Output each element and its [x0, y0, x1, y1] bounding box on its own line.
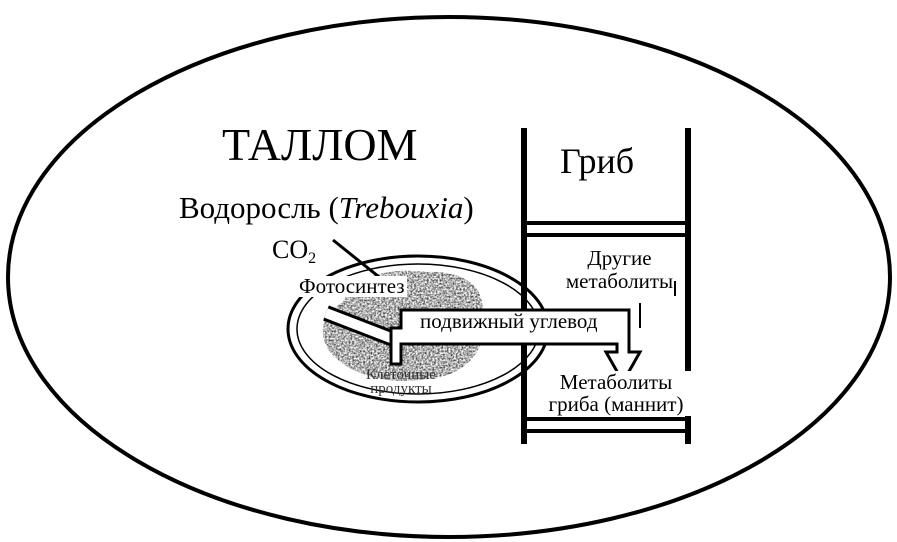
photosynthesis-channel — [323, 305, 399, 348]
other-metabolites-line1: Другие — [587, 246, 652, 270]
hypha-wall-right — [685, 128, 691, 444]
thallus-outline — [6, 15, 892, 539]
co2-label: CO2 — [272, 237, 316, 267]
fungal-hypha — [521, 128, 691, 444]
alga-genus: Trebouxia — [338, 190, 464, 225]
photosynthesis-label: Фотосинтез — [297, 274, 407, 298]
co2-subscript: 2 — [308, 250, 317, 267]
cell-products-line2: продукты — [370, 380, 432, 397]
other-metabolites-label: Другие метаболиты — [552, 246, 687, 294]
alga-title: Водоросль (Trebouxia) — [179, 192, 474, 223]
alga-suffix: ) — [463, 190, 474, 225]
hypha-septum — [521, 221, 691, 225]
fungal-metabolites-label: Метаболиты гриба (маннит) — [541, 371, 691, 416]
other-metabolites-line2: метаболиты — [565, 269, 674, 294]
fungus-title: Гриб — [560, 141, 635, 181]
hypha-septum — [521, 417, 691, 421]
hypha-septum — [521, 233, 691, 237]
mobile-carbohydrate-label: подвижный углевод — [420, 309, 598, 333]
hypha-septum — [521, 429, 691, 433]
cell-products-line1: Клеточные — [366, 367, 436, 383]
cell-products-label: Клеточные продукты — [348, 367, 454, 397]
fungal-metabolites-line2: гриба (маннит) — [548, 392, 684, 417]
fungal-metabolites-line1: Метаболиты — [559, 370, 673, 394]
hypha-wall-left — [521, 128, 527, 444]
co2-main: CO — [272, 235, 309, 264]
thallus-title: ТАЛЛОМ — [222, 119, 418, 170]
alga-prefix: Водоросль ( — [179, 190, 339, 225]
